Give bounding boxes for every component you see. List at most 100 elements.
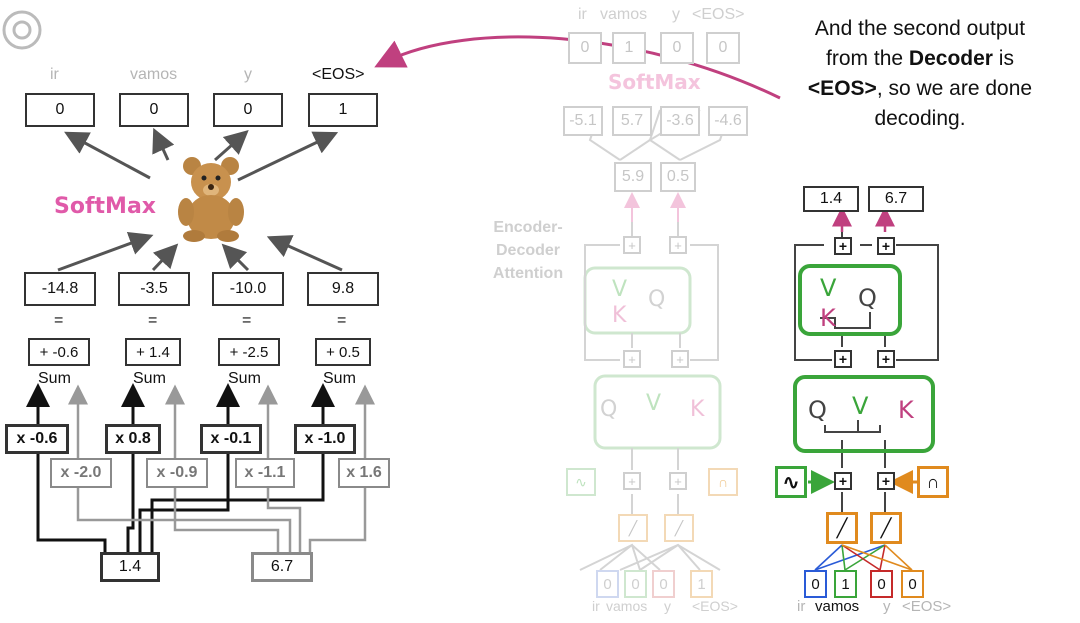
token-ir: ir — [50, 66, 59, 83]
svg-text:Q: Q — [648, 287, 665, 312]
input-token-ir: ir — [797, 598, 806, 615]
input-token-y: y — [883, 598, 891, 615]
faint-plus-icon: + — [669, 472, 687, 490]
plus-icon: + — [877, 237, 895, 255]
faint-plus-icon: + — [623, 236, 641, 254]
prob-box: 0 — [25, 93, 95, 127]
faint-input-onehot: 0 — [596, 570, 619, 598]
equals-sign: = — [337, 312, 347, 329]
faint-linear-icon: ╱ — [618, 514, 648, 542]
caption-line: from the Decoder is — [770, 44, 1070, 74]
svg-text:Q: Q — [858, 284, 877, 312]
faint-output: 0.5 — [660, 162, 696, 192]
svg-text:Q: Q — [808, 396, 827, 424]
weight-box: x -1.0 — [294, 424, 356, 454]
faint-onehot: 0 — [660, 32, 694, 64]
faint-plus-icon: + — [671, 350, 689, 368]
faint-token-y: y — [672, 6, 680, 23]
svg-text:V: V — [612, 277, 627, 302]
equals-sign: = — [148, 312, 158, 329]
input-box: 1.4 — [100, 552, 160, 582]
caption-eos: <EOS> — [807, 77, 877, 100]
input-token-eos: <EOS> — [902, 598, 952, 615]
caption-text: And the second output from the Decoder i… — [770, 14, 1070, 134]
plus-icon: + — [834, 237, 852, 255]
equals-sign: = — [54, 312, 64, 329]
caption-line: And the second output — [814, 17, 1026, 40]
faint-token-ir: ir — [578, 6, 587, 23]
embedding-linear-icon: ╱ — [870, 512, 902, 544]
weight-box: x -1.1 — [235, 458, 295, 488]
caption-part: is — [992, 47, 1014, 70]
sum-label: Sum — [228, 370, 261, 387]
weight-box: x -0.9 — [146, 458, 208, 488]
sine-position-icon: ∿ — [775, 466, 807, 498]
faint-onehot: 1 — [612, 32, 646, 64]
faint-input-token: <EOS> — [692, 598, 738, 614]
caption-decoder: Decoder — [908, 47, 993, 70]
input-onehot-box: 1 — [834, 570, 857, 598]
teddy-bear-icon — [178, 157, 244, 242]
prob-box: 0 — [213, 93, 283, 127]
caption-line: <EOS>, so we are done — [770, 74, 1070, 104]
faint-logit: 5.7 — [612, 106, 652, 136]
faint-input-token: vamos — [606, 598, 648, 614]
faint-letters: V K Q Q V K — [600, 277, 705, 422]
faint-plus-icon: + — [623, 472, 641, 490]
weight-box: x 0.8 — [105, 424, 161, 454]
faint-input-onehot: 0 — [652, 570, 675, 598]
plus-icon: + — [834, 350, 852, 368]
logit-box: -10.0 — [212, 272, 284, 306]
input-onehot-box: 0 — [870, 570, 893, 598]
weight-box: x -0.6 — [5, 424, 69, 454]
faint-sine-icon: ∿ — [566, 468, 596, 496]
faint-linear-icon: ╱ — [664, 514, 694, 542]
embedding-linear-icon: ╱ — [826, 512, 858, 544]
faint-logit: -4.6 — [708, 106, 748, 136]
faint-input-onehot: 0 — [624, 570, 647, 598]
svg-text:K: K — [898, 396, 915, 424]
faint-token-eos: <EOS> — [692, 6, 745, 23]
attention-label: Encoder- Decoder Attention — [492, 219, 564, 282]
faint-logit: -3.6 — [660, 106, 700, 136]
plus-icon: + — [877, 472, 895, 490]
input-token-vamos: vamos — [815, 598, 860, 615]
logit-box: 9.8 — [307, 272, 379, 306]
cosine-position-icon: ∩ — [917, 466, 949, 498]
faint-cosine-icon: ∩ — [708, 468, 738, 496]
svg-text:K: K — [820, 304, 837, 332]
logit-box: -14.8 — [24, 272, 96, 306]
softmax-label: SoftMax — [54, 194, 156, 219]
plus-icon: + — [877, 350, 895, 368]
faint-onehot: 0 — [568, 32, 602, 64]
caption-part: from the — [826, 47, 909, 70]
faint-input-token: ir — [592, 598, 600, 614]
logit-box: -3.5 — [118, 272, 190, 306]
decoder-output-box: 1.4 — [803, 186, 859, 212]
sum-label: Sum — [133, 370, 166, 387]
faint-token-vamos: vamos — [600, 6, 648, 23]
faint-plus-icon: + — [669, 236, 687, 254]
sum-label: Sum — [323, 370, 356, 387]
prob-box: 0 — [119, 93, 189, 127]
svg-text:V: V — [646, 391, 661, 416]
token-vamos: vamos — [130, 66, 178, 83]
decoder-output-box: 6.7 — [868, 186, 924, 212]
right-letters: V K Q Q V K — [808, 274, 915, 424]
logo-mark — [2, 10, 42, 50]
bias-box: + -0.6 — [28, 338, 90, 366]
input-onehot-box: 0 — [901, 570, 924, 598]
bias-box: + 0.5 — [315, 338, 371, 366]
token-eos: <EOS> — [312, 66, 365, 83]
weight-box: x 1.6 — [338, 458, 390, 488]
sum-label: Sum — [38, 370, 71, 387]
weight-box: x -0.1 — [200, 424, 262, 454]
svg-text:K: K — [612, 303, 627, 328]
faint-logit: -5.1 — [563, 106, 603, 136]
input-box: 6.7 — [251, 552, 313, 582]
faint-softmax-label: SoftMax — [608, 70, 701, 94]
input-onehot-box: 0 — [804, 570, 827, 598]
faint-onehot: 0 — [706, 32, 740, 64]
svg-text:K: K — [690, 397, 705, 422]
